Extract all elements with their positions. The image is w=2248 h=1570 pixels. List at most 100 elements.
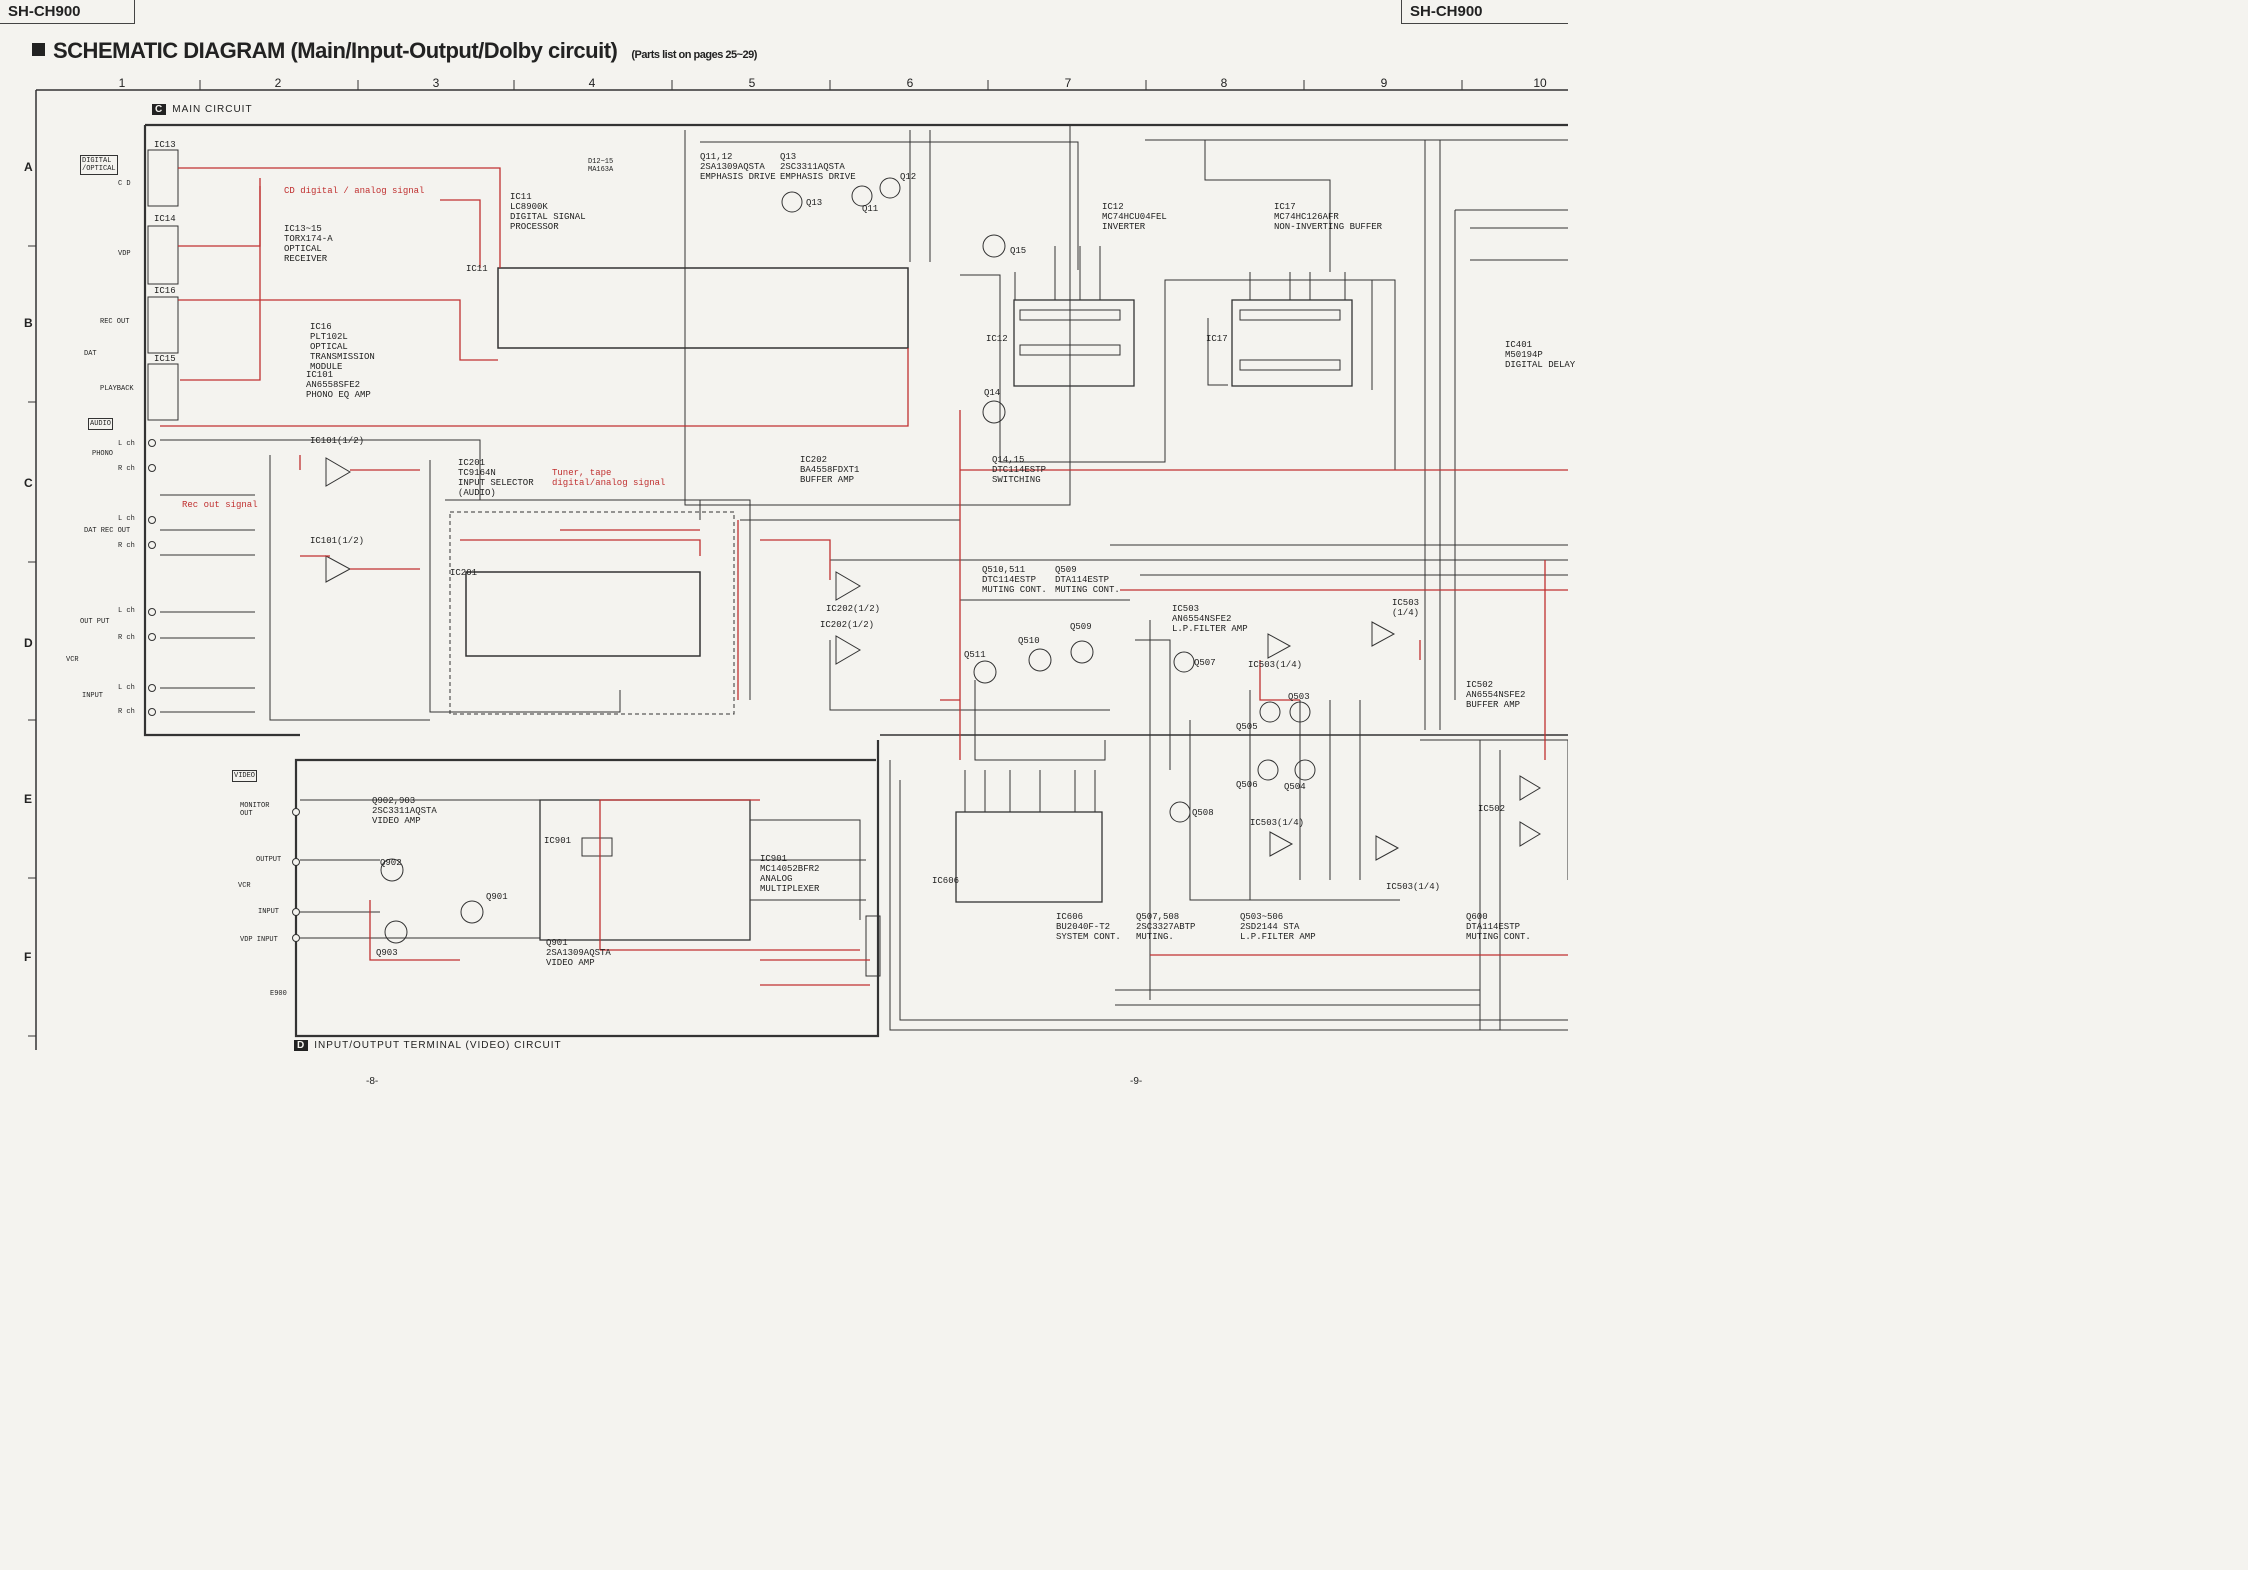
row-label: C [24, 476, 33, 490]
bullet-square-icon [32, 43, 45, 56]
column-label: 4 [588, 76, 596, 90]
transistor-label: Q13 [806, 198, 823, 208]
transistor-label: Q504 [1284, 782, 1306, 792]
q901-description: Q901 2SA1309AQSTA VIDEO AMP [546, 938, 611, 968]
ic11-label: IC11 [466, 264, 488, 274]
q902-903-description: Q902,903 2SC3311AQSTA VIDEO AMP [372, 796, 437, 826]
ic16-description: IC16 PLT102L OPTICAL TRANSMISSION MODULE [310, 322, 375, 372]
rch-label: R ch [118, 634, 135, 642]
ic502-label: IC502 [1478, 804, 1506, 814]
cd-label: C D [118, 180, 131, 188]
ic202b-label: IC202(1/2) [820, 620, 875, 630]
playback-label: PLAYBACK [100, 385, 134, 393]
parts-list-note: (Parts list on pages 25~29) [631, 49, 757, 61]
ic202a-label: IC202(1/2) [826, 604, 881, 614]
dat-rec-out-label: DAT REC OUT [84, 527, 131, 535]
row-label: A [24, 160, 33, 174]
lch-label: L ch [118, 440, 135, 448]
q510-511-description: Q510,511 DTC114ESTP MUTING CONT. [982, 565, 1047, 595]
output-label: OUT PUT [80, 618, 110, 626]
row-label: D [24, 636, 33, 650]
ic503b-label: IC503(1/4) [1248, 660, 1303, 670]
ic606-description: IC606 BU2040F-T2 SYSTEM CONT. [1056, 912, 1121, 942]
cd-digital-signal-label: CD digital / analog signal [284, 186, 425, 196]
schematic-drawing [28, 80, 1568, 1050]
q11-12-description: Q11,12 2SA1309AQSTA EMPHASIS DRIVE [700, 152, 776, 182]
ic11-description: IC11 LC8900K DIGITAL SIGNAL PROCESSOR [510, 192, 586, 232]
column-label: 5 [748, 76, 756, 90]
q503-506-description: Q503~506 2SD2144 STA L.P.FILTER AMP [1240, 912, 1316, 942]
ic901-description: IC901 MC14052BFR2 ANALOG MULTIPLEXER [760, 854, 820, 894]
rch-label: R ch [118, 465, 135, 473]
transistor-label: Q503 [1288, 692, 1310, 702]
ic502-description: IC502 AN6554NSFE2 BUFFER AMP [1466, 680, 1526, 710]
column-label: 1 [118, 76, 126, 90]
ic503d-label: IC503(1/4) [1386, 882, 1441, 892]
ic17-label: IC17 [1206, 334, 1228, 344]
ic13-label: IC13 [154, 140, 176, 150]
q509-description: Q509 DTA114ESTP MUTING CONT. [1055, 565, 1120, 595]
model-label-left: SH-CH900 [0, 0, 135, 24]
q13-description: Q13 2SC3311AQSTA EMPHASIS DRIVE [780, 152, 856, 182]
column-label: 2 [274, 76, 282, 90]
audio-label: AUDIO [88, 418, 114, 430]
page-number-left: -8- [366, 1076, 379, 1087]
q14-15-description: Q14,15 DTC114ESTP SWITCHING [992, 455, 1047, 485]
row-label: F [24, 950, 32, 964]
phono-label: PHONO [92, 450, 114, 458]
row-label: B [24, 316, 33, 330]
section-label: MAIN CIRCUIT [172, 104, 253, 115]
ic13-15-description: IC13~15 TORX174-A OPTICAL RECEIVER [284, 224, 333, 264]
page-title: SCHEMATIC DIAGRAM (Main/Input-Output/Dol… [32, 38, 757, 64]
tuner-tape-signal-label: Tuner, tape digital/analog signal [552, 468, 666, 488]
ic12-description: IC12 MC74HCU04FEL INVERTER [1102, 202, 1167, 232]
model-label-right: SH-CH900 [1401, 0, 1568, 24]
input-label: INPUT [82, 692, 104, 700]
q600-description: Q600 DTA114ESTP MUTING CONT. [1466, 912, 1531, 942]
vcr-label: VCR [66, 656, 79, 664]
ic202-description: IC202 BA4558FDXT1 BUFFER AMP [800, 455, 860, 485]
column-label: 3 [432, 76, 440, 90]
ic101-description: IC101 AN6558SFE2 PHONO EQ AMP [306, 370, 371, 400]
lch-label: L ch [118, 515, 135, 523]
transistor-label: Q902 [380, 858, 402, 868]
transistor-label: Q511 [964, 650, 986, 660]
video-vcr-label: VCR [238, 882, 251, 890]
video-input-label: INPUT [258, 908, 280, 916]
row-label: E [24, 792, 33, 806]
column-label: 9 [1380, 76, 1388, 90]
ic503a-label: IC503 (1/4) [1392, 598, 1420, 618]
title-text: SCHEMATIC DIAGRAM (Main/Input-Output/Dol… [53, 38, 618, 63]
section-label: INPUT/OUTPUT TERMINAL (VIDEO) CIRCUIT [314, 1040, 562, 1051]
ic101a-label: IC101(1/2) [310, 436, 365, 446]
ic201-description: IC201 TC9164N INPUT SELECTOR (AUDIO) [458, 458, 534, 498]
rch-label: R ch [118, 708, 135, 716]
vdp-input-label: VDP INPUT [240, 936, 278, 944]
ic201-label: IC201 [450, 568, 478, 578]
transistor-label: Q903 [376, 948, 398, 958]
digital-optical-label: DIGITAL /OPTICAL [80, 155, 118, 175]
ic101b-label: IC101(1/2) [310, 536, 365, 546]
ic503c-label: IC503(1/4) [1250, 818, 1305, 828]
page-number-right: -9- [1130, 1076, 1143, 1087]
transistor-label: Q11 [862, 204, 879, 214]
vdp-label: VDP [118, 250, 131, 258]
ic12-label: IC12 [986, 334, 1008, 344]
ic901-label: IC901 [544, 836, 572, 846]
ic401-description: IC401 M50194P DIGITAL DELAY [1505, 340, 1576, 370]
column-label: 8 [1220, 76, 1228, 90]
transistor-label: Q507 [1194, 658, 1216, 668]
section-letter: D [294, 1040, 309, 1051]
ic17-description: IC17 MC74HC126AFR NON-INVERTING BUFFER [1274, 202, 1383, 232]
column-label: 7 [1064, 76, 1072, 90]
transistor-label: Q14 [984, 388, 1001, 398]
transistor-label: Q901 [486, 892, 508, 902]
rec-out-signal-label: Rec out signal [182, 500, 258, 510]
video-output-label: OUTPUT [256, 856, 282, 864]
ic16-label: IC16 [154, 286, 176, 296]
transistor-label: Q15 [1010, 246, 1027, 256]
transistor-label: Q509 [1070, 622, 1092, 632]
ic15-label: IC15 [154, 354, 176, 364]
dat-label: DAT [84, 350, 97, 358]
column-label: 6 [906, 76, 914, 90]
